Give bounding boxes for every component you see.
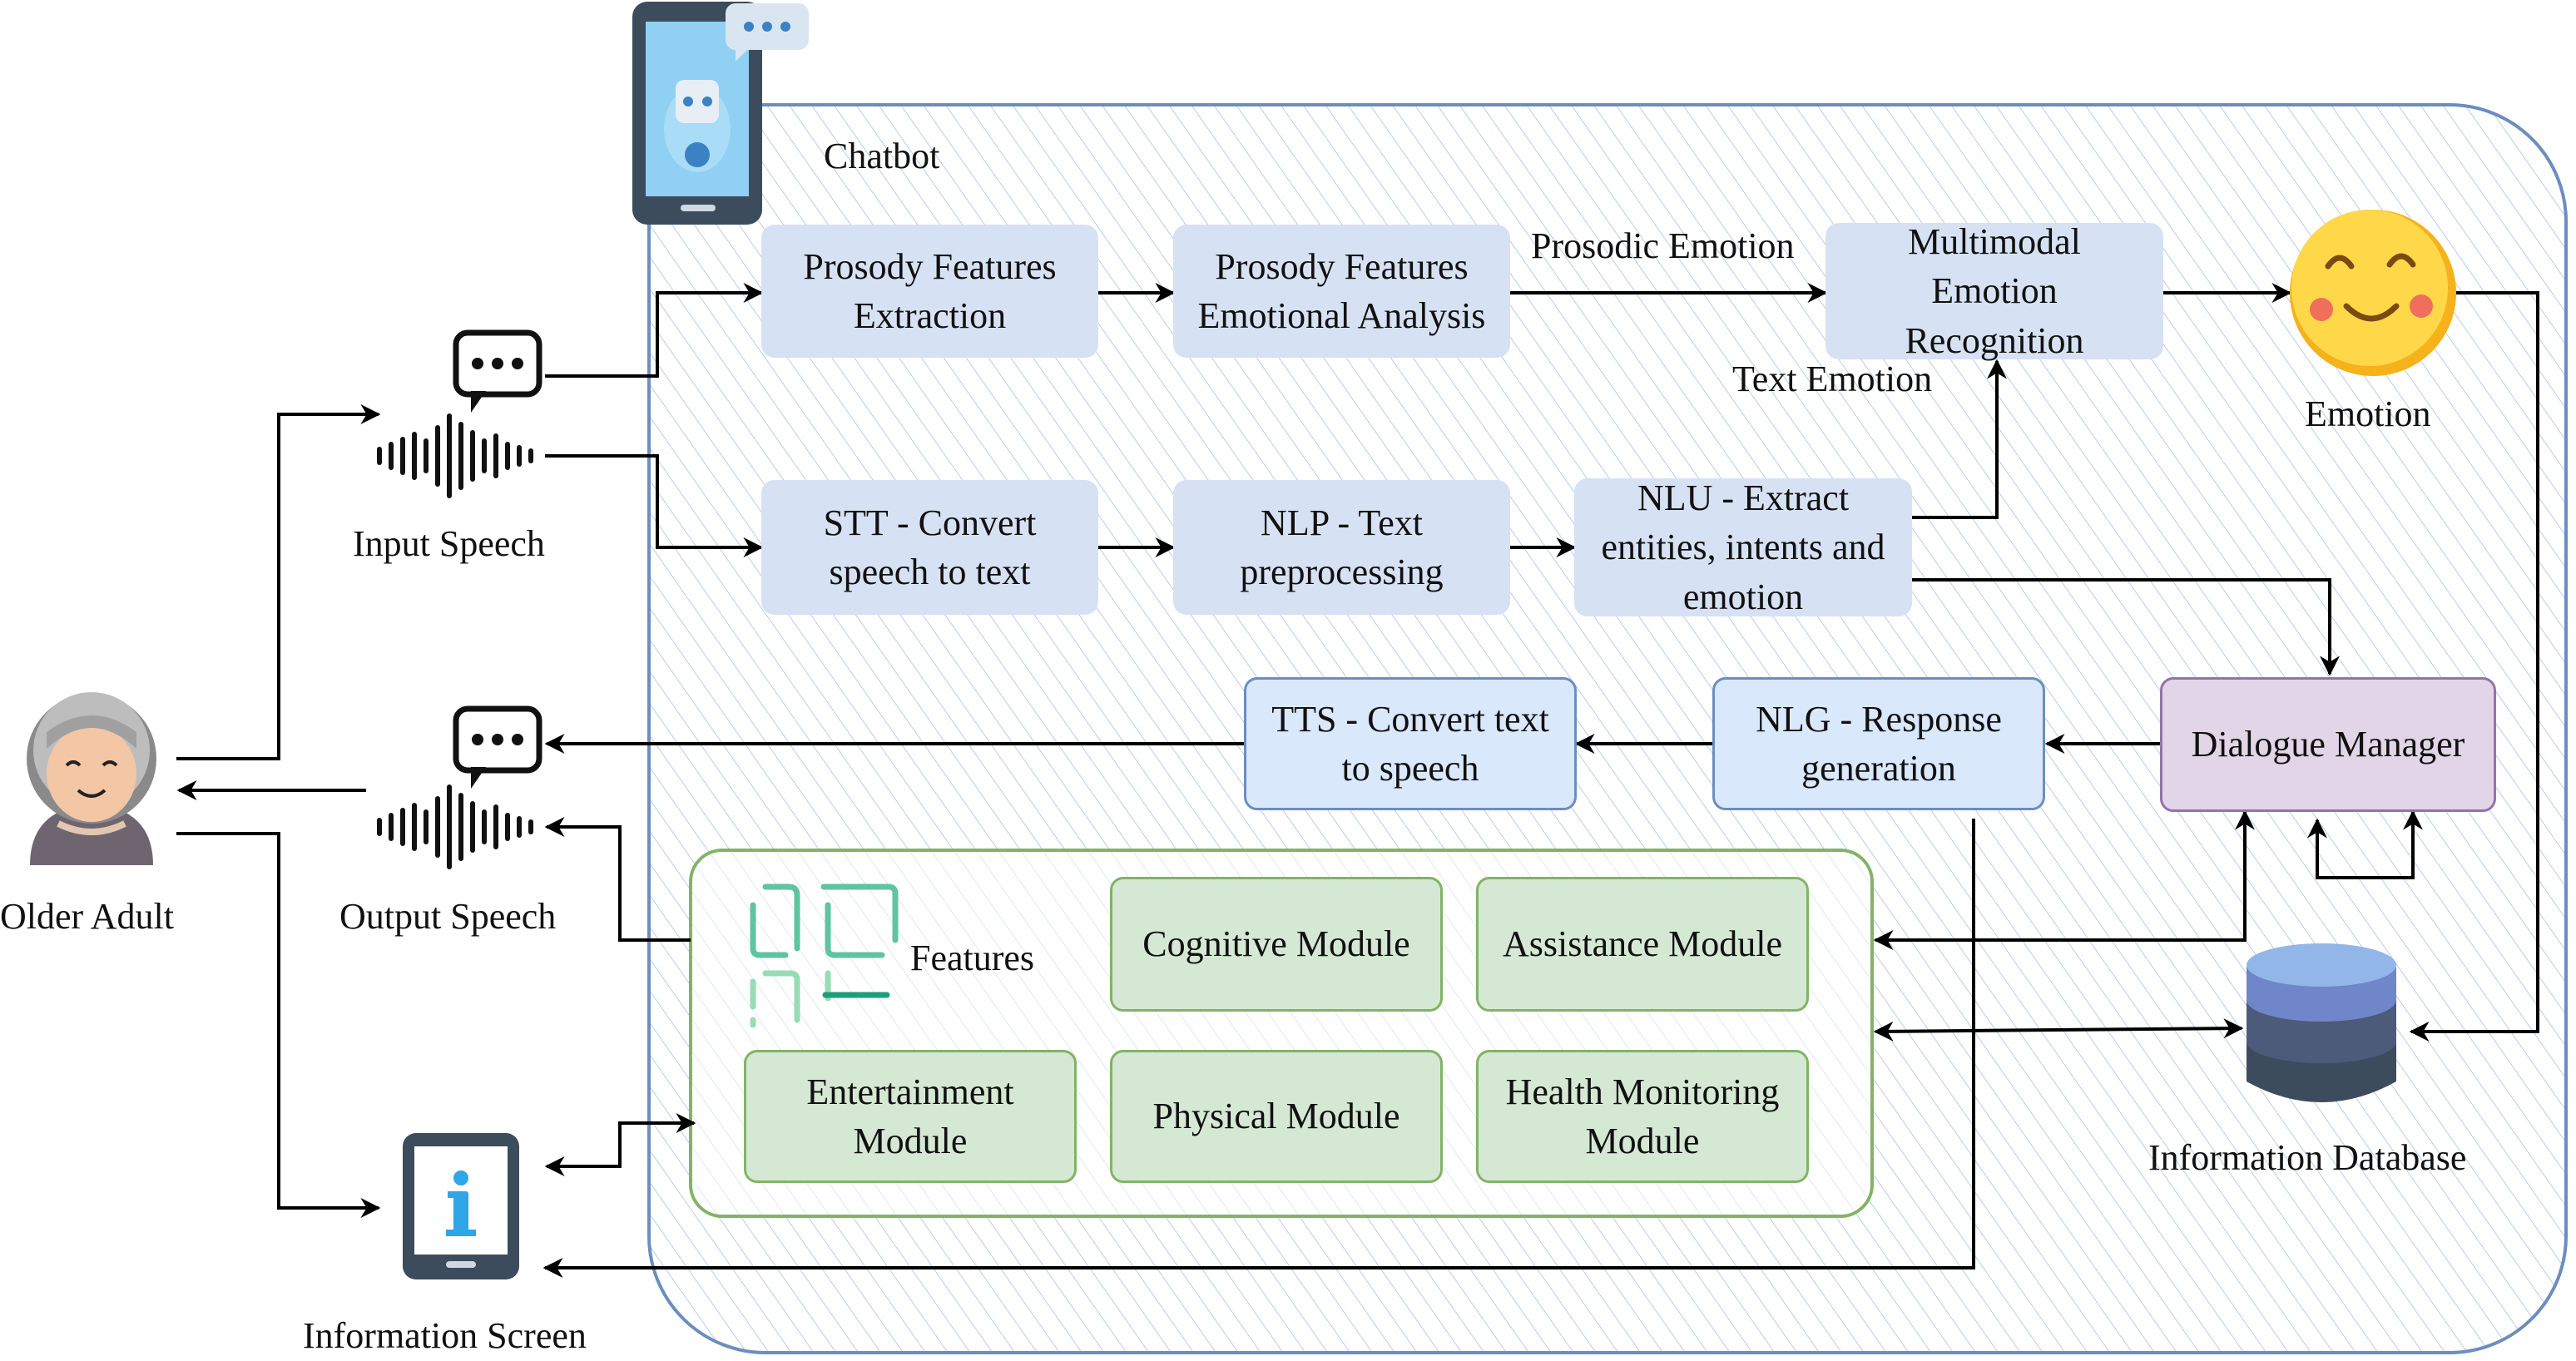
nlu-block: NLU - Extract entities, intents and emot… [1574,478,1912,617]
nlp-text: NLP - Text preprocessing [1240,502,1444,592]
dialogue-manager-text: Dialogue Manager [2191,724,2465,765]
arrow-adult-to-screen [176,832,381,1218]
prosody-extraction-block: Prosody Features Extraction [761,225,1098,358]
nlg-text: NLG - Response generation [1756,698,2002,789]
information-database-label: Information Database [2148,1137,2467,1178]
prosody-emotional-text: Prosody Features Emotional Analysis [1197,245,1486,336]
chatbot-phone-icon [632,2,809,225]
emotion-label: Emotion [2305,393,2431,434]
multimodal-block: Multimodal Emotion Recognition [1825,221,2163,361]
arrow-features-dialogue [1873,809,2255,950]
cognitive-module-block: Cognitive Module [1110,877,1443,1012]
output-speech-label: Output Speech [339,896,557,937]
physical-module-text: Physical Module [1152,1096,1400,1137]
connectors [176,283,2539,1278]
stt-block: STT - Convert speech to text [761,480,1098,615]
tts-text: TTS - Convert text to speech [1271,698,1549,789]
database-icon [2247,943,2396,1102]
information-screen-label: Information Screen [303,1315,587,1356]
health-monitoring-module-text: Health Monitoring Module [1505,1071,1780,1161]
dialogue-manager-block: Dialogue Manager [2160,677,2496,812]
arrow-nlu-to-multimodal [1912,359,2007,519]
nlg-block: NLG - Response generation [1712,677,2045,810]
input-speech-icon [377,329,542,498]
multimodal-text: Multimodal Emotion Recognition [1905,220,2084,361]
arrow-nlg-to-screen [542,819,1975,1278]
prosody-emotional-block: Prosody Features Emotional Analysis [1173,225,1510,358]
arrow-adult-to-input [176,404,381,760]
health-monitoring-module-block: Health Monitoring Module [1476,1050,1809,1183]
arrow-emotion-to-database [2409,291,2539,1042]
cognitive-module-text: Cognitive Module [1142,923,1410,965]
entertainment-module-text: Entertainment Module [806,1071,1014,1161]
output-speech-icon [377,705,542,869]
text-emotion-label: Text Emotion [1732,359,1933,399]
prosody-extraction-text: Prosody Features Extraction [803,245,1057,336]
features-label: Features [910,938,1035,978]
assistance-module-text: Assistance Module [1502,923,1783,965]
arrow-features-to-output [544,817,691,942]
arrow-features-screen [544,1113,696,1176]
chatbot-label: Chatbot [824,136,940,176]
arrow-input-to-prosody [545,283,764,378]
input-speech-label: Input Speech [353,523,545,564]
features-grid-icon [750,883,899,1028]
nlu-text: NLU - Extract entities, intents and emot… [1601,477,1885,617]
physical-module-block: Physical Module [1110,1050,1443,1183]
arrow-dialogue-database [2307,809,2423,879]
assistance-module-block: Assistance Module [1476,877,1809,1012]
entertainment-module-block: Entertainment Module [744,1050,1077,1183]
older-adult-icon [27,692,156,865]
smiley-emoji-icon [2290,210,2456,376]
arrow-nlu-to-dialogue [1912,578,2340,676]
info-tablet-icon [403,1133,519,1279]
tts-block: TTS - Convert text to speech [1244,677,1577,810]
older-adult-label: Older Adult [0,896,174,937]
prosodic-emotion-label: Prosodic Emotion [1531,225,1795,266]
stt-text: STT - Convert speech to text [823,502,1037,592]
nlp-block: NLP - Text preprocessing [1173,480,1510,615]
arrow-input-to-stt [545,454,764,557]
arrow-features-database [1873,1018,2244,1042]
